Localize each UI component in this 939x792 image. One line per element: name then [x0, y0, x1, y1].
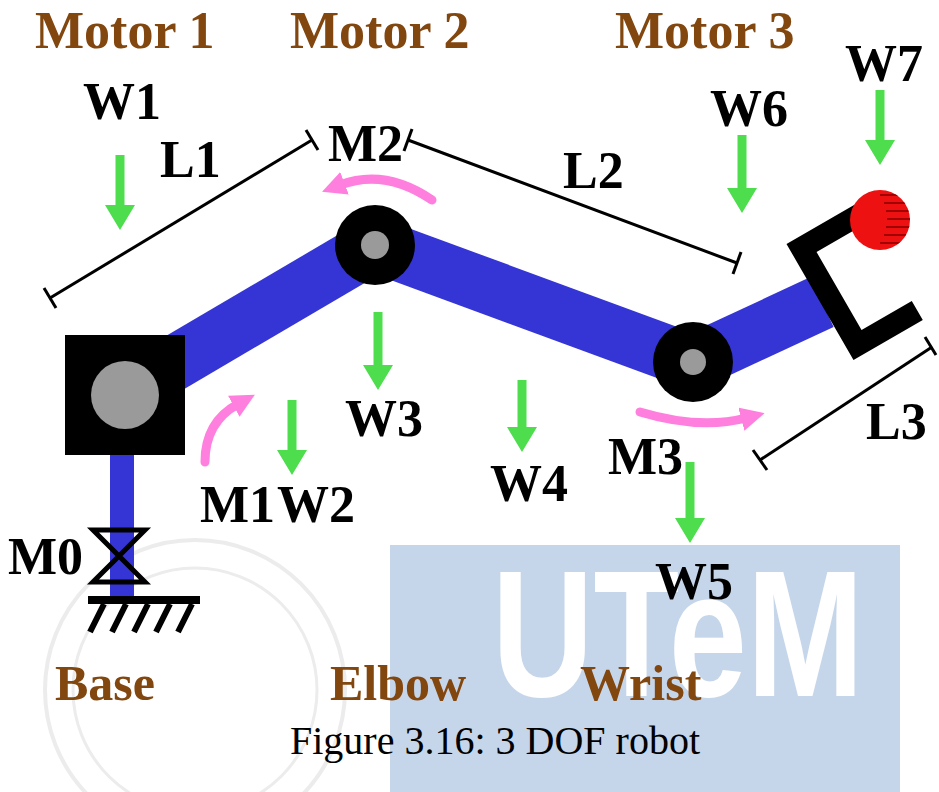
- base-shaft: [110, 450, 134, 600]
- motor-label: Motor 2: [290, 5, 470, 57]
- payload-shading: [880, 195, 912, 243]
- moment-label: M3: [608, 431, 683, 483]
- length-label: L2: [563, 145, 624, 197]
- weight-arrow: [105, 90, 895, 543]
- base-motor-hub: [91, 361, 159, 429]
- length-label: L1: [160, 134, 221, 186]
- joint-label: Base: [55, 658, 155, 708]
- elbow-joint: [335, 205, 415, 285]
- bearing-symbol: [93, 530, 145, 582]
- weight-label: W7: [845, 38, 923, 90]
- figure-caption: Figure 3.16: 3 DOF robot: [290, 721, 700, 761]
- moment-label: M0: [8, 531, 83, 583]
- dimension-line: [753, 337, 936, 470]
- moment-arrow: [205, 179, 746, 462]
- joint-label: Elbow: [330, 658, 466, 708]
- wrist-joint: [653, 322, 733, 402]
- base-motor: [65, 335, 185, 455]
- ground-hatch: [90, 604, 192, 632]
- weight-label: W5: [655, 556, 733, 608]
- weight-label: W3: [345, 393, 423, 445]
- moment-label: M2: [328, 118, 403, 170]
- joint-label: Wrist: [580, 658, 701, 708]
- weight-label: W6: [710, 83, 788, 135]
- weight-label: W4: [490, 458, 568, 510]
- length-label: L3: [866, 396, 927, 448]
- link-2: [375, 245, 693, 362]
- elbow-joint-hub: [361, 231, 389, 259]
- moment-label: M1: [200, 479, 275, 531]
- weight-label: W1: [83, 76, 161, 128]
- dimension-line: [404, 129, 741, 274]
- ground-bar: [88, 596, 200, 604]
- motor-label: Motor 3: [615, 5, 795, 57]
- dimension-line: [44, 130, 318, 308]
- motor-label: Motor 1: [35, 5, 215, 57]
- wrist-joint-hub: [680, 349, 706, 375]
- weight-label: W2: [277, 479, 355, 531]
